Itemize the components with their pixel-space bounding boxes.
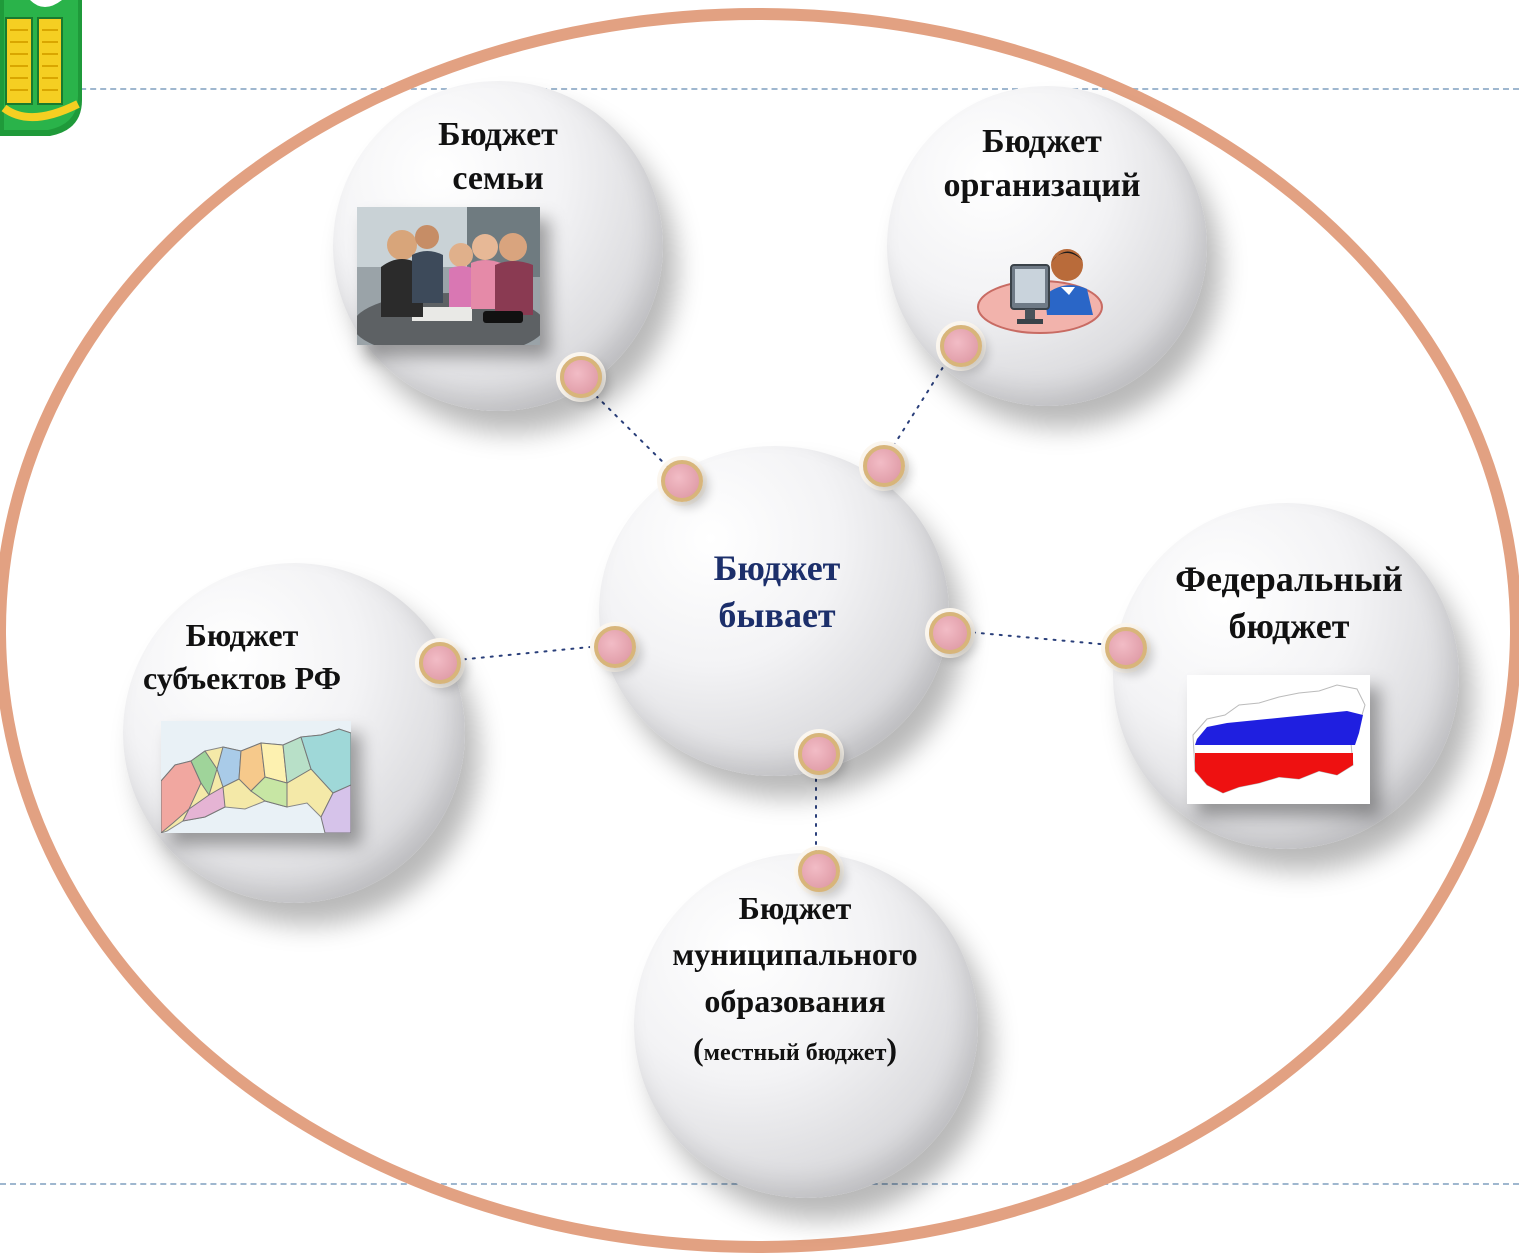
organizations-label-line1: Бюджет xyxy=(982,123,1102,160)
node-center-federal xyxy=(929,612,971,654)
municipal-open-paren: ( xyxy=(692,1031,704,1068)
organizations-label-line2: организаций xyxy=(943,167,1141,205)
node-center-municipal xyxy=(798,733,840,775)
municipal-label-line1: Бюджет xyxy=(738,890,852,926)
node-family xyxy=(560,356,602,398)
node-center-subjects xyxy=(594,626,636,668)
organizations-label: Бюджет организаций xyxy=(912,120,1172,208)
municipal-label-line2: муниципального xyxy=(672,936,918,973)
node-subjects xyxy=(419,642,461,684)
russia-flag-map xyxy=(1187,675,1370,804)
municipal-close-paren: ) xyxy=(886,1031,898,1068)
center-label-line2: бывает xyxy=(718,594,836,635)
family-label: Бюджет семьи xyxy=(398,113,598,201)
office-worker-icon xyxy=(977,249,1103,334)
node-organizations xyxy=(940,325,982,367)
family-photo xyxy=(357,207,540,345)
node-municipal xyxy=(798,850,840,892)
bubble-municipal xyxy=(634,853,978,1198)
node-federal xyxy=(1105,627,1147,669)
federal-label: Федеральный бюджет xyxy=(1142,556,1436,650)
russia-regions-map xyxy=(161,721,351,833)
node-center-family xyxy=(661,460,703,502)
municipal-label-line4: (местный бюджет) xyxy=(640,1026,950,1072)
center-label-line1: Бюджет xyxy=(713,548,841,588)
municipal-local-budget: местный бюджет xyxy=(703,1040,887,1067)
node-center-organizations xyxy=(863,445,905,487)
federal-label-line2: бюджет xyxy=(1228,605,1350,646)
center-label: Бюджет бывает xyxy=(677,545,877,639)
subjects-label-line1: Бюджет xyxy=(185,617,299,653)
federal-label-line1: Федеральный xyxy=(1175,559,1403,599)
family-label-line2: семьи xyxy=(452,160,544,198)
subjects-label-line2: субъектов РФ xyxy=(142,660,342,697)
family-label-line1: Бюджет xyxy=(438,116,558,153)
coat-of-arms-emblem xyxy=(0,0,82,136)
subjects-label: Бюджет субъектов РФ xyxy=(120,614,364,700)
municipal-label-line3: образования xyxy=(704,982,886,1019)
bubble-center xyxy=(599,446,949,776)
municipal-label: Бюджет муниципального образования (местн… xyxy=(640,885,950,1073)
